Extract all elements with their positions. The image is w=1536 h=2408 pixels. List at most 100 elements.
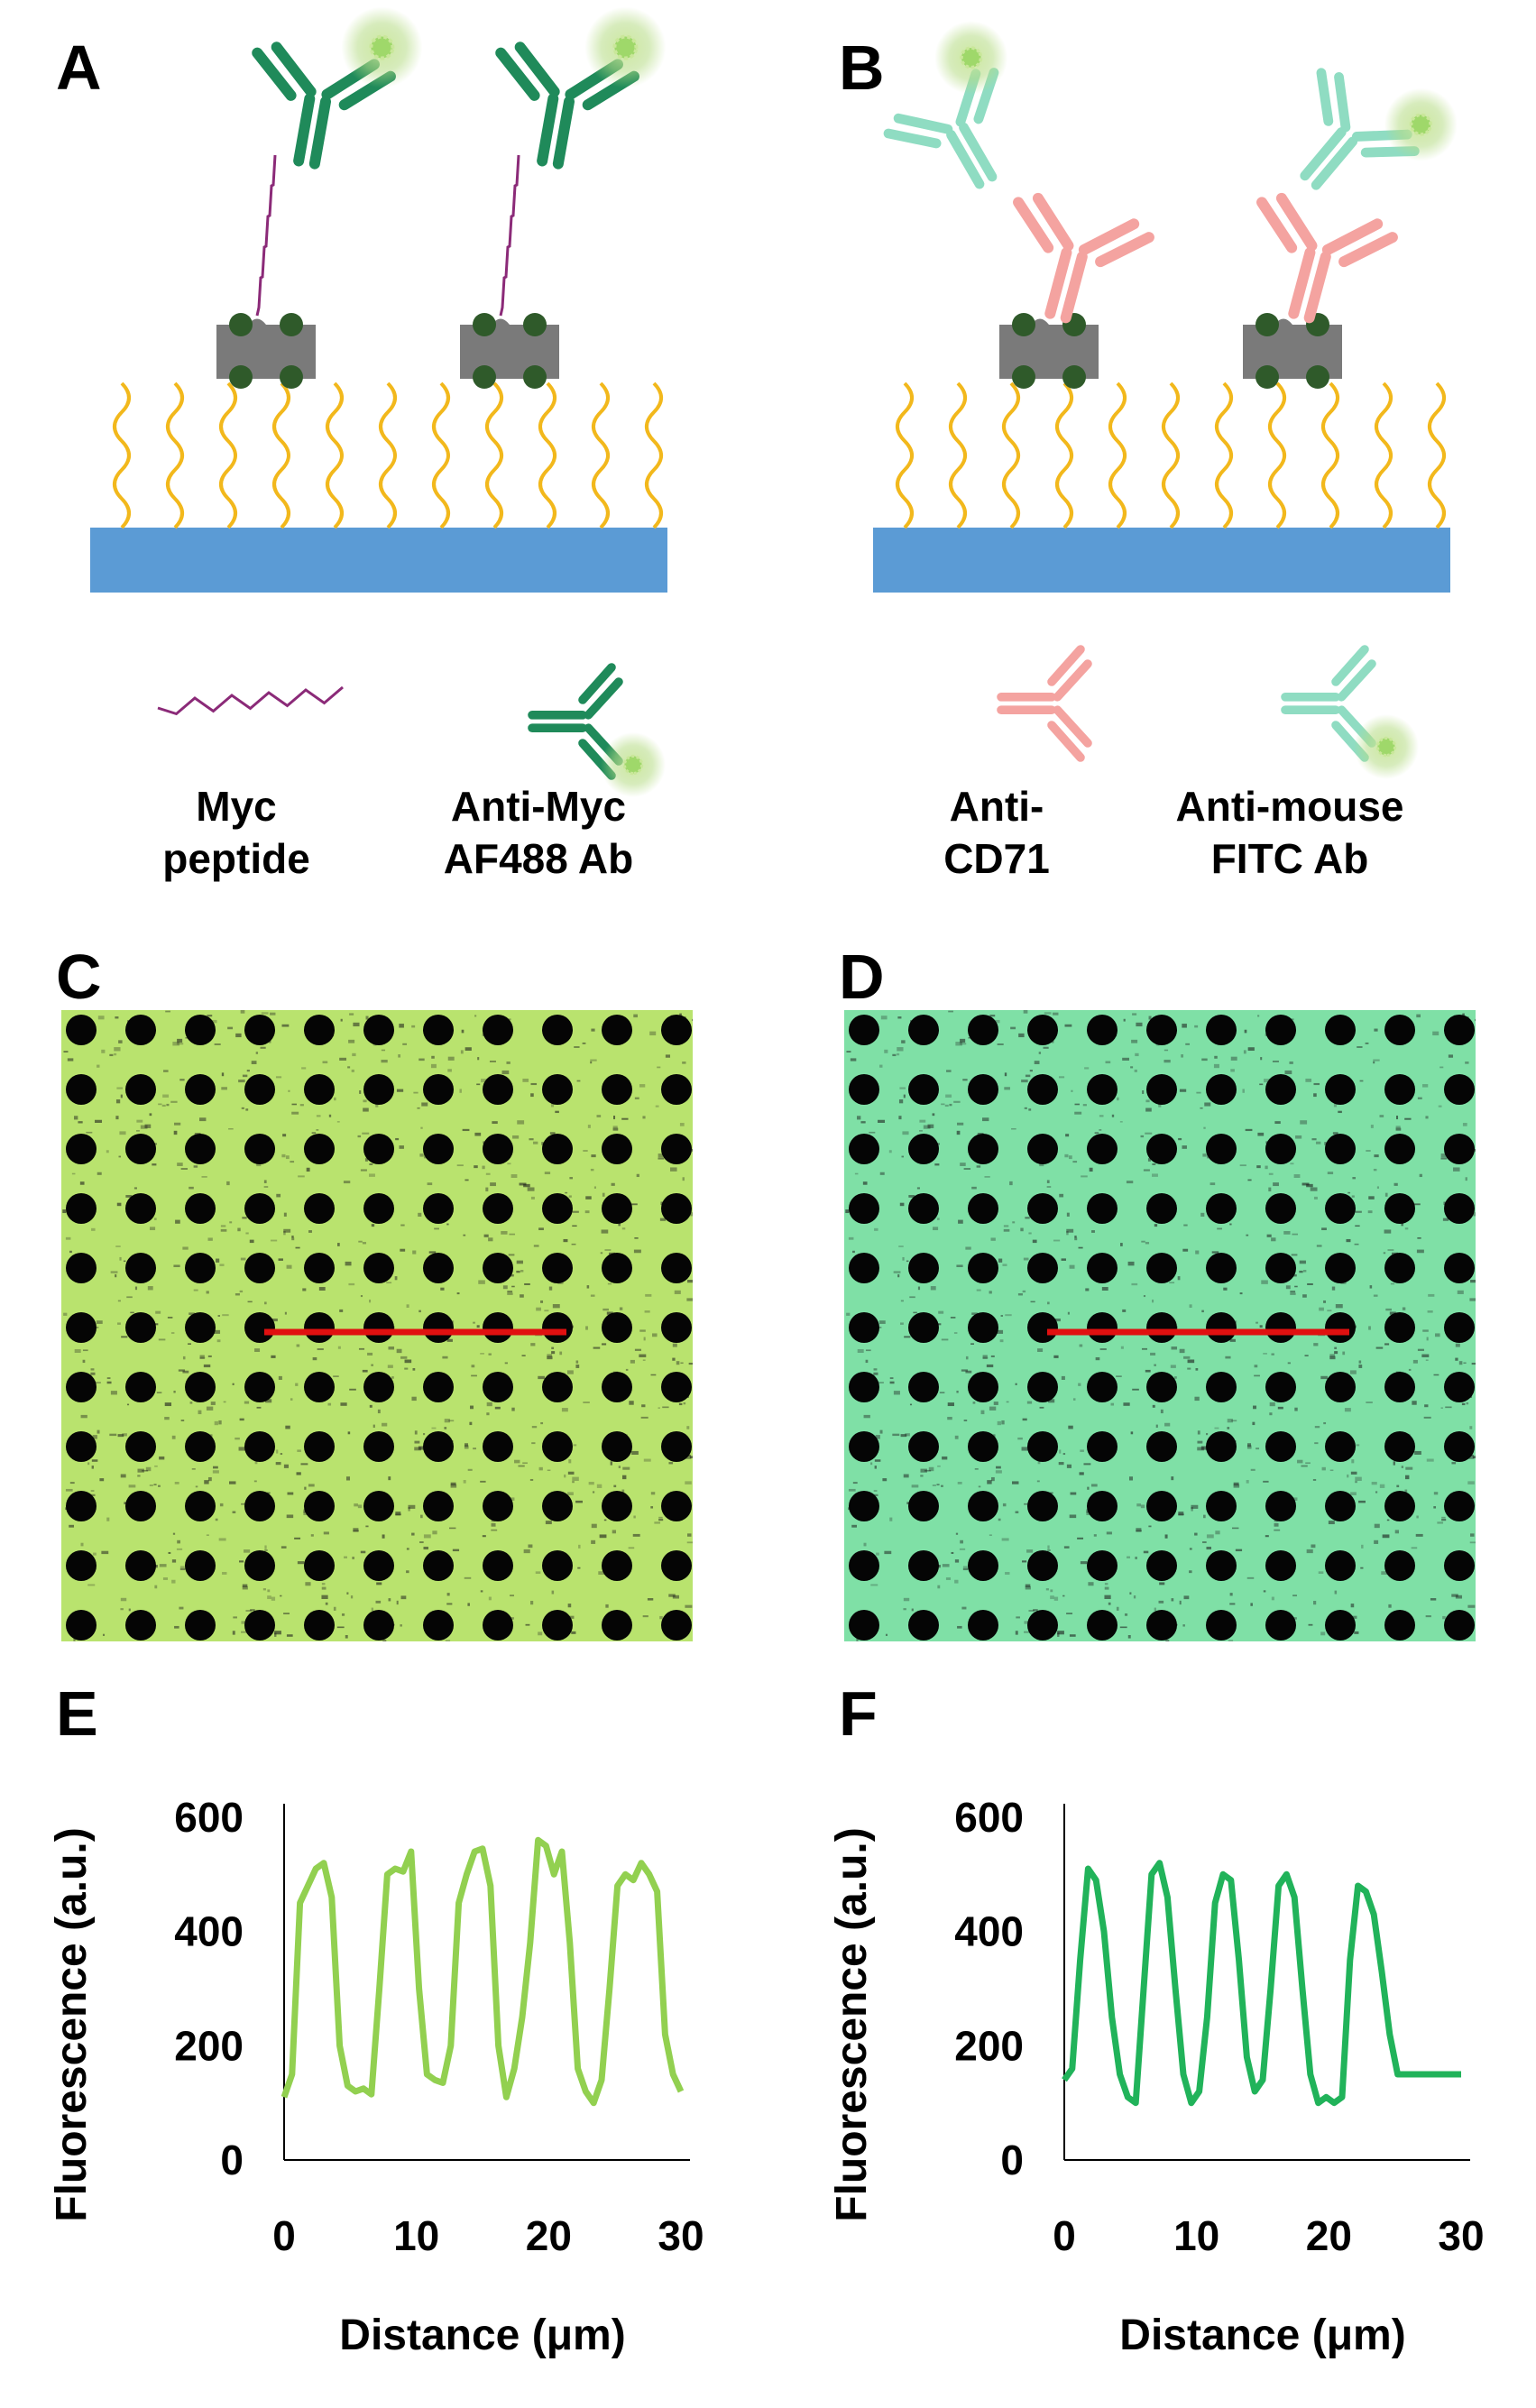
- chart-f-x-tick: 30: [1438, 2212, 1484, 2259]
- array-spot: [661, 1074, 692, 1105]
- array-spot: [661, 1550, 692, 1581]
- array-spot: [244, 1550, 275, 1581]
- array-spot: [849, 1074, 879, 1105]
- array-spot: [602, 1015, 632, 1045]
- array-spot: [1325, 1134, 1356, 1164]
- array-spot: [185, 1253, 216, 1283]
- array-spot: [542, 1610, 573, 1641]
- legend-anti-myc-ab-icon: [528, 663, 667, 798]
- array-spot: [66, 1372, 97, 1402]
- array-spot: [185, 1134, 216, 1164]
- array-spot: [542, 1015, 573, 1045]
- array-spot: [125, 1312, 156, 1343]
- array-spot: [849, 1312, 879, 1343]
- array-spot: [304, 1491, 335, 1521]
- array-spot: [66, 1491, 97, 1521]
- array-spot: [849, 1372, 879, 1402]
- array-spot: [244, 1431, 275, 1462]
- array-spot: [968, 1134, 998, 1164]
- array-spot: [1087, 1610, 1118, 1641]
- linker-chain: [1055, 381, 1073, 529]
- linker-chain: [219, 381, 237, 529]
- array-spot: [1087, 1193, 1118, 1224]
- array-spot: [1206, 1312, 1237, 1343]
- array-spot: [423, 1550, 454, 1581]
- array-spot: [542, 1550, 573, 1581]
- array-spot: [1206, 1193, 1237, 1224]
- array-spot: [1206, 1253, 1237, 1283]
- array-spot: [602, 1431, 632, 1462]
- schematic-a: [90, 6, 667, 593]
- array-spot: [125, 1015, 156, 1045]
- array-spot: [1265, 1550, 1296, 1581]
- array-spot: [244, 1372, 275, 1402]
- array-spot: [602, 1550, 632, 1581]
- array-spot: [1146, 1253, 1177, 1283]
- array-spot: [304, 1193, 335, 1224]
- array-spot: [66, 1431, 97, 1462]
- legend-a-icons: [157, 663, 667, 798]
- array-spot: [908, 1015, 939, 1045]
- anti-myc-ab-1: [252, 6, 423, 170]
- array-spot: [542, 1134, 573, 1164]
- array-spot: [1325, 1372, 1356, 1402]
- anti-mouse-ab-1: [883, 21, 1008, 189]
- array-spot: [244, 1312, 275, 1343]
- array-spot: [849, 1610, 879, 1641]
- legend-anti-cd71-icon: [997, 645, 1092, 762]
- array-spot: [66, 1074, 97, 1105]
- array-spot: [542, 1253, 573, 1283]
- array-spot: [125, 1372, 156, 1402]
- array-spot: [1206, 1074, 1237, 1105]
- array-spot: [1444, 1610, 1475, 1641]
- array-spot: [1444, 1312, 1475, 1343]
- array-spot: [304, 1074, 335, 1105]
- array-spot: [1027, 1550, 1058, 1581]
- array-spot: [602, 1491, 632, 1521]
- array-spot: [363, 1015, 394, 1045]
- array-spot: [1265, 1431, 1296, 1462]
- array-spot: [1325, 1550, 1356, 1581]
- array-spot: [66, 1312, 97, 1343]
- array-spot: [423, 1015, 454, 1045]
- array-spot: [185, 1312, 216, 1343]
- array-spot: [185, 1074, 216, 1105]
- array-spot: [1146, 1491, 1177, 1521]
- array-spot: [1325, 1431, 1356, 1462]
- array-spot: [908, 1610, 939, 1641]
- array-spot: [1146, 1134, 1177, 1164]
- array-spot: [483, 1312, 513, 1343]
- panel-label-b: B: [839, 32, 885, 103]
- array-spot: [483, 1550, 513, 1581]
- array-spot: [1384, 1134, 1415, 1164]
- array-spot: [602, 1134, 632, 1164]
- array-spot: [423, 1431, 454, 1462]
- chart-e-x-label: Distance (μm): [339, 2311, 625, 2359]
- array-spot: [185, 1193, 216, 1224]
- array-spot: [1027, 1610, 1058, 1641]
- array-spot: [849, 1550, 879, 1581]
- legend-anti-mouse-ab-icon: [1281, 645, 1420, 780]
- array-spot: [1265, 1372, 1296, 1402]
- array-spot: [1444, 1193, 1475, 1224]
- array-spot: [1444, 1134, 1475, 1164]
- array-spot: [908, 1312, 939, 1343]
- array-spot: [1265, 1253, 1296, 1283]
- array-spot: [1325, 1312, 1356, 1343]
- array-spot: [483, 1372, 513, 1402]
- array-spot: [363, 1491, 394, 1521]
- array-spot: [1265, 1193, 1296, 1224]
- array-spot: [908, 1193, 939, 1224]
- linker-chain: [272, 381, 290, 529]
- array-spot: [1146, 1074, 1177, 1105]
- array-spot: [483, 1253, 513, 1283]
- array-spot: [125, 1550, 156, 1581]
- array-spot: [1206, 1372, 1237, 1402]
- array-spot: [542, 1431, 573, 1462]
- array-spot: [125, 1491, 156, 1521]
- array-spot: [968, 1074, 998, 1105]
- array-spot: [423, 1074, 454, 1105]
- array-spot: [483, 1491, 513, 1521]
